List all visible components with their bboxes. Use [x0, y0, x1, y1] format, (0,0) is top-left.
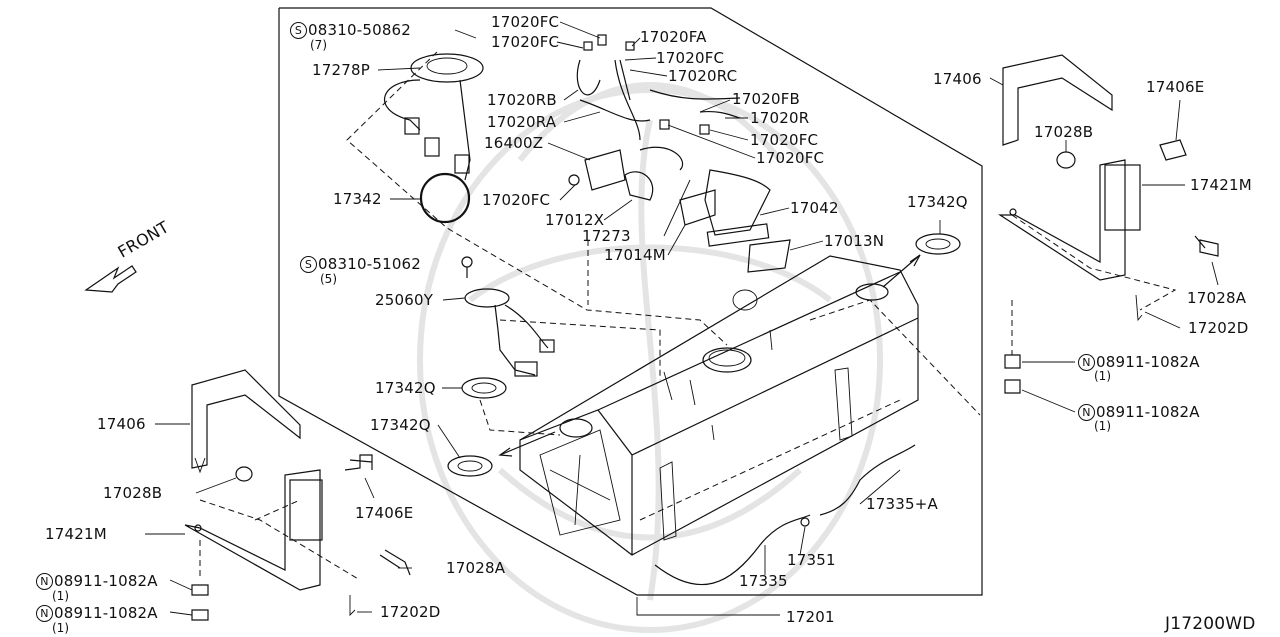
tank-strap-right: [997, 54, 1219, 394]
label-17273: 17273: [582, 227, 631, 245]
front-arrow-icon: [84, 265, 137, 293]
label-17020fc-e: 17020FC: [756, 149, 825, 167]
label-17421m-right: 17421M: [1190, 176, 1252, 194]
circled-s-symbol: S: [290, 22, 307, 39]
qty-1-c: (1): [1094, 369, 1111, 383]
circled-s-symbol: S: [300, 256, 317, 273]
label-17020fc-f: 17020FC: [482, 191, 551, 209]
label-17020fc-c: 17020FC: [656, 49, 725, 67]
label-17342q-top: 17342Q: [907, 193, 968, 211]
label-17278p: 17278P: [312, 61, 370, 79]
leader-lines: [145, 21, 1219, 616]
label-17028a-left: 17028A: [446, 559, 506, 577]
label-17342: 17342: [333, 190, 382, 208]
label-17202d-right: 17202D: [1188, 319, 1249, 337]
label-17020r: 17020R: [750, 109, 810, 127]
fuel-pump-components: [568, 146, 791, 273]
label-17406e-left: 17406E: [355, 504, 414, 522]
label-17351: 17351: [787, 551, 836, 569]
label-17028b-right: 17028B: [1034, 123, 1094, 141]
qty-7: (7): [310, 38, 327, 52]
label-17020fc-b: 17020FC: [491, 33, 560, 51]
label-25060y: 25060Y: [375, 291, 434, 309]
assembly-dashed-lines: [199, 51, 1177, 581]
label-17012x: 17012X: [545, 211, 605, 229]
qty-1-d: (1): [1094, 419, 1111, 433]
label-17020rc: 17020RC: [668, 67, 738, 85]
hoses-and-clips: [576, 34, 741, 141]
label-16400z: 16400Z: [484, 134, 544, 152]
label-17342q-low: 17342Q: [370, 416, 431, 434]
label-17335a: 17335+A: [866, 495, 938, 513]
fuel-level-sender: [461, 256, 555, 377]
label-17201: 17201: [786, 608, 835, 626]
fuel-tank: [519, 255, 919, 556]
label-17014m: 17014M: [604, 246, 666, 264]
label-17020fb: 17020FB: [732, 90, 801, 108]
label-17020ra: 17020RA: [487, 113, 557, 131]
label-17421m-left: 17421M: [45, 525, 107, 543]
label-17406e-right: 17406E: [1146, 78, 1205, 96]
circled-n-symbol: N: [36, 605, 53, 622]
assembly-frame: [278, 7, 983, 596]
label-17028a-right: 17028A: [1187, 289, 1247, 307]
circled-n-symbol: N: [36, 573, 53, 590]
label-17335: 17335: [739, 572, 788, 590]
diagram-code: J17200WD: [1165, 614, 1256, 634]
fuel-pump-sender-top: [383, 53, 484, 224]
label-17020fa: 17020FA: [640, 28, 707, 46]
qty-5: (5): [320, 272, 337, 286]
label-17028b-left: 17028B: [103, 484, 163, 502]
circled-n-symbol: N: [1078, 404, 1095, 421]
qty-1-b: (1): [52, 621, 69, 635]
label-17342q-mid: 17342Q: [375, 379, 436, 397]
label-17406-left: 17406: [97, 415, 146, 433]
tank-strap-left: [184, 369, 411, 621]
qty-1-a: (1): [52, 589, 69, 603]
label-17013n: 17013N: [824, 232, 885, 250]
label-17202d-left: 17202D: [380, 603, 441, 621]
gaskets: [447, 233, 961, 477]
label-17020rb: 17020RB: [487, 91, 557, 109]
label-17406-right: 17406: [933, 70, 982, 88]
label-17020fc-d: 17020FC: [750, 131, 819, 149]
cable-17335: [654, 444, 916, 586]
label-17020fc-a: 17020FC: [491, 13, 560, 31]
label-17042: 17042: [790, 199, 839, 217]
circled-n-symbol: N: [1078, 354, 1095, 371]
